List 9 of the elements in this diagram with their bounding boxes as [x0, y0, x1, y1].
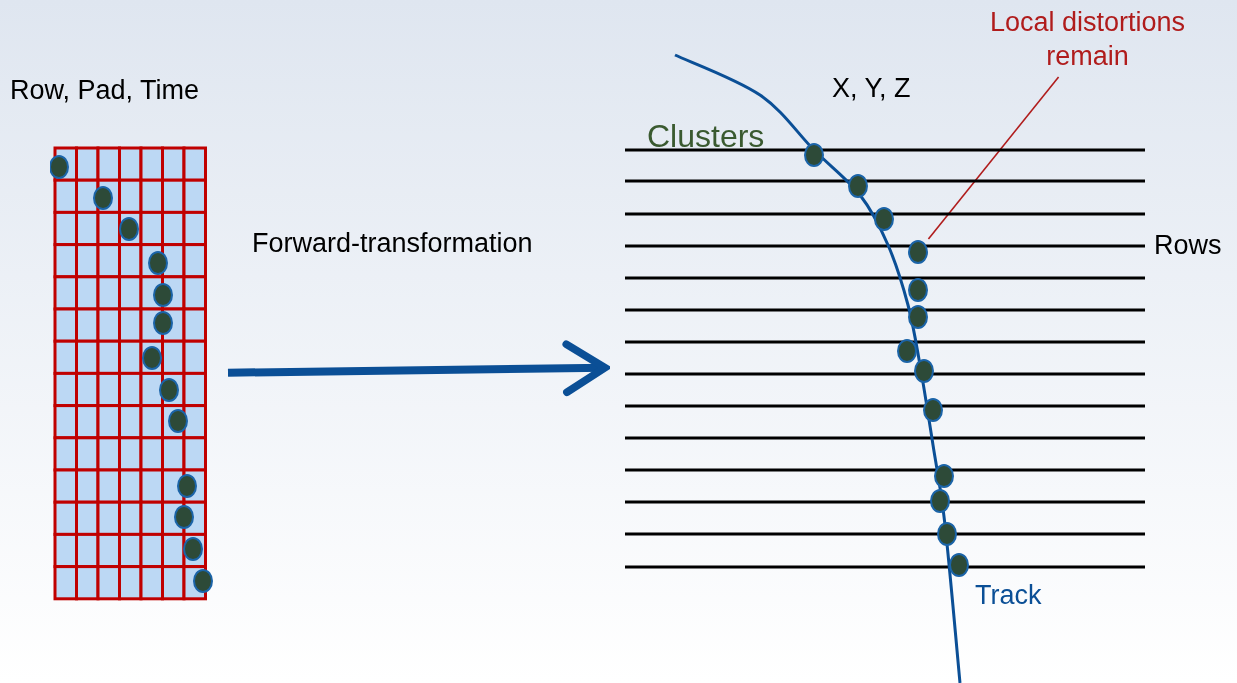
track-label: Track: [975, 580, 1042, 611]
edge-label: Forward-transformation: [252, 228, 533, 259]
caption-text: Row, Pad, Time: [10, 75, 200, 106]
row-label: Rows: [1154, 230, 1222, 261]
callout-text: Local distortions remain: [985, 5, 1190, 77]
arrow: [227, 340, 609, 397]
cluster-label: Clusters: [647, 118, 765, 155]
caption-text: X, Y, Z: [832, 73, 911, 104]
leader-line: [927, 76, 1060, 240]
